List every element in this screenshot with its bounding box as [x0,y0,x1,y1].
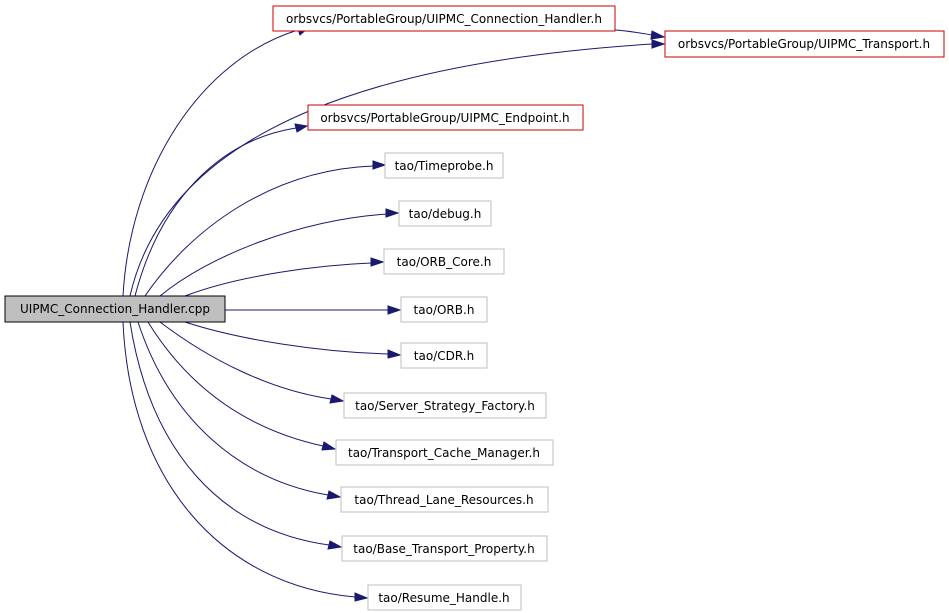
node-cdr-h-label: tao/CDR.h [414,349,474,363]
arrowhead-orb-h [387,305,402,315]
node-root-label: UIPMC_Connection_Handler.cpp [20,302,210,316]
edge-conn-handler-h-to-transport-h [614,29,653,36]
arrowhead-debug-h [385,208,400,218]
arrowhead-orb-core-h [370,257,385,267]
node-orb-h-label: tao/ORB.h [414,303,475,317]
arrowhead-transport-h-from-conn-handler-h [650,30,666,40]
node-transport-cache-manager-h[interactable]: tao/Transport_Cache_Manager.h [335,439,554,466]
arrowhead-timeprobe-h [372,160,387,170]
node-resume-handle-h[interactable]: tao/Resume_Handle.h [367,584,522,611]
edge-root-to-resume-handle-h [122,321,356,598]
node-orb-core-h[interactable]: tao/ORB_Core.h [383,248,505,275]
arrowhead-cdr-h [387,349,402,359]
node-conn-handler-h[interactable]: orbsvcs/PortableGroup/UIPMC_Connection_H… [272,5,616,32]
node-endpoint-h[interactable]: orbsvcs/PortableGroup/UIPMC_Endpoint.h [307,104,584,131]
arrowhead-transport-cache-manager-h [321,441,337,451]
node-base-transport-property-h[interactable]: tao/Base_Transport_Property.h [341,535,548,562]
arrowhead-server-strategy-factory-h [329,394,345,404]
node-transport-h-label: orbsvcs/PortableGroup/UIPMC_Transport.h [678,37,930,51]
node-debug-h-label: tao/debug.h [409,207,482,221]
edge-root-to-timeprobe-h [144,165,374,297]
node-orb-core-h-label: tao/ORB_Core.h [397,255,492,269]
edge-root-to-transport-cache-manager-h [147,321,324,447]
node-server-strategy-factory-h-label: tao/Server_Strategy_Factory.h [355,399,535,413]
edge-root-to-conn-handler-h [122,29,299,297]
node-transport-cache-manager-h-label: tao/Transport_Cache_Manager.h [348,446,540,460]
node-base-transport-property-h-label: tao/Base_Transport_Property.h [353,542,534,556]
edges [122,25,666,602]
node-timeprobe-h-label: tao/Timeprobe.h [395,159,494,173]
node-transport-h[interactable]: orbsvcs/PortableGroup/UIPMC_Transport.h [664,30,945,58]
arrowhead-base-transport-property-h [327,540,343,550]
node-root[interactable]: UIPMC_Connection_Handler.cpp [4,295,226,323]
edge-root-to-debug-h [159,213,388,297]
arrowhead-resume-handle-h [354,592,369,602]
arrowhead-endpoint-h [294,123,309,133]
node-timeprobe-h[interactable]: tao/Timeprobe.h [384,152,504,179]
edge-root-to-base-transport-property-h [129,321,330,546]
arrowhead-transport-h-from-root [651,39,666,49]
edge-root-to-cdr-h [184,321,389,355]
node-conn-handler-h-label: orbsvcs/PortableGroup/UIPMC_Connection_H… [286,12,602,26]
edge-root-to-endpoint-h [134,127,297,297]
node-thread-lane-resources-h[interactable]: tao/Thread_Lane_Resources.h [340,486,549,513]
arrowhead-thread-lane-resources-h [326,490,342,500]
edge-root-to-thread-lane-resources-h [137,321,329,496]
node-endpoint-h-label: orbsvcs/PortableGroup/UIPMC_Endpoint.h [320,111,569,125]
edge-root-to-server-strategy-factory-h [159,321,332,400]
node-server-strategy-factory-h[interactable]: tao/Server_Strategy_Factory.h [343,392,547,419]
node-thread-lane-resources-h-label: tao/Thread_Lane_Resources.h [354,493,533,507]
node-resume-handle-h-label: tao/Resume_Handle.h [378,591,509,605]
node-orb-h[interactable]: tao/ORB.h [400,296,488,323]
edge-root-to-orb-core-h [184,262,372,297]
node-cdr-h[interactable]: tao/CDR.h [400,342,488,369]
node-debug-h[interactable]: tao/debug.h [398,200,492,227]
